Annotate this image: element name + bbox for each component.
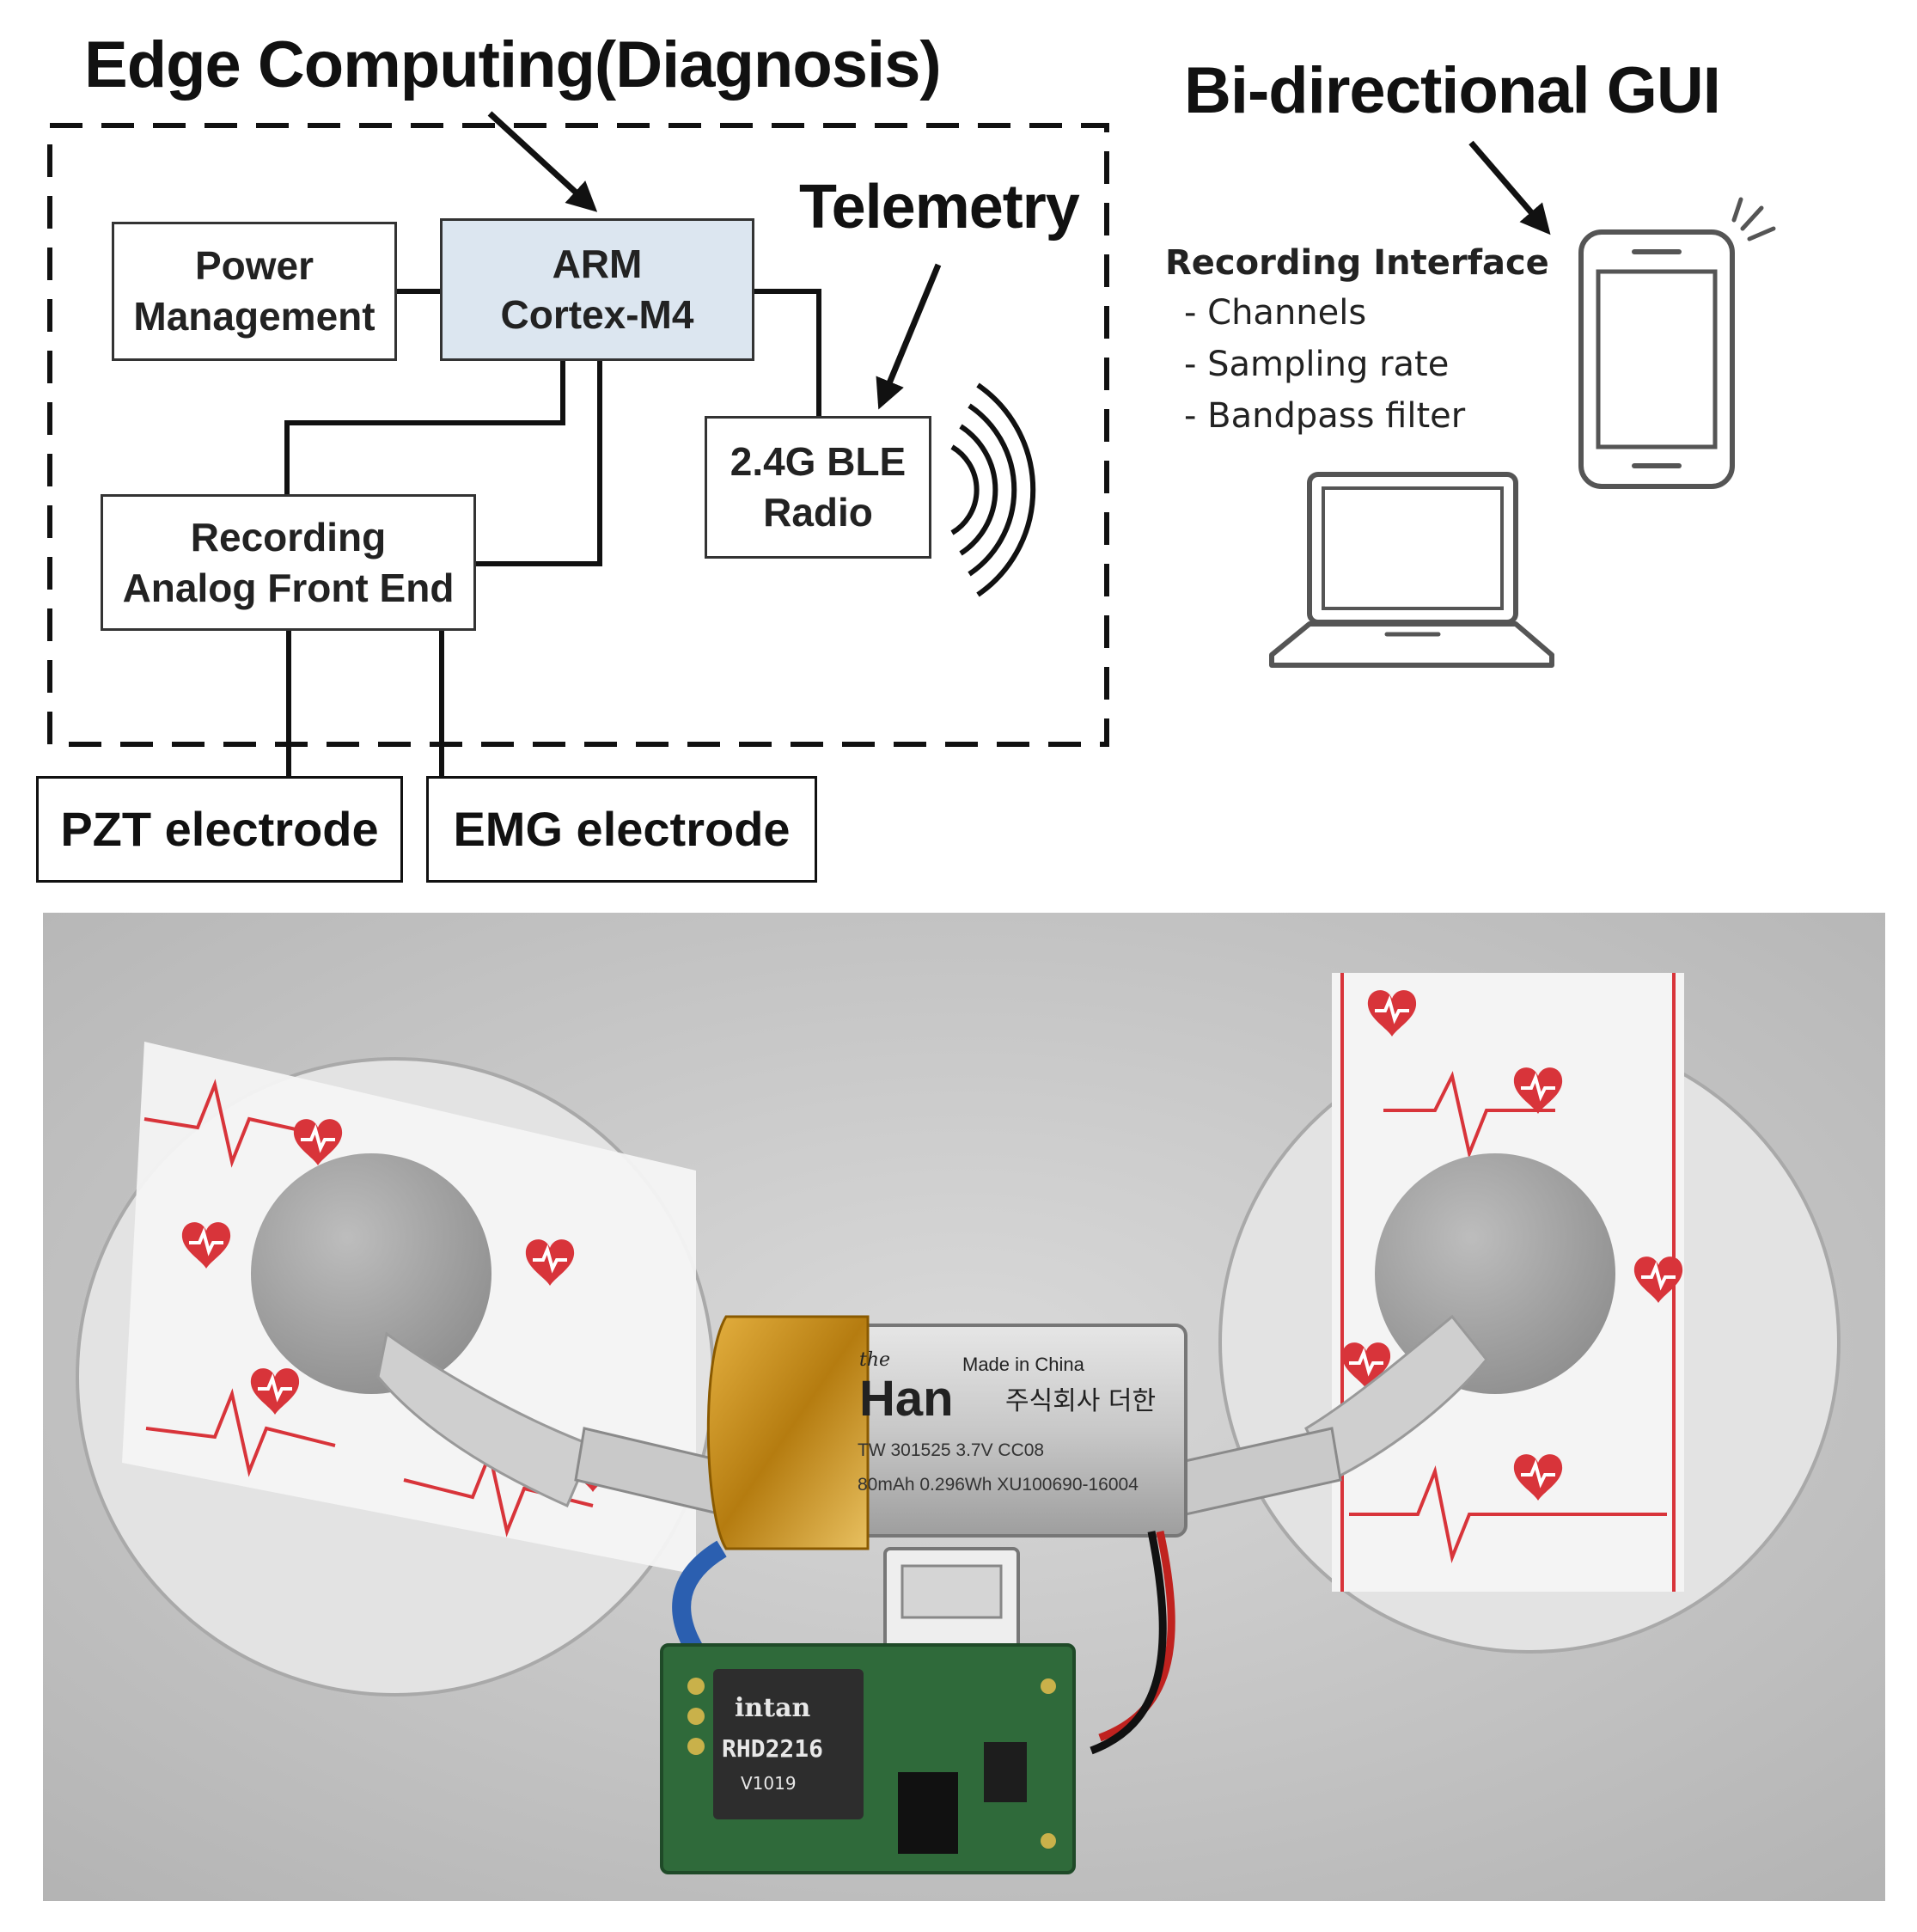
telemetry-label: Telemetry — [799, 173, 1080, 242]
chip-version: V1019 — [741, 1773, 797, 1794]
right-electrode-pad — [1218, 973, 1841, 1654]
svg-text:the: the — [859, 1349, 890, 1371]
left-electrode-pad — [76, 1042, 715, 1697]
battery-wires — [672, 1531, 1175, 1755]
emg-label: EMG electrode — [453, 802, 791, 857]
wire-arm-afe-b — [476, 361, 602, 566]
power-line-2: Management — [133, 294, 375, 339]
recording-interface-panel: Recording Interface - Channels - Samplin… — [1165, 239, 1549, 442]
arm-line-1: ARM — [552, 242, 643, 287]
device-photo: the Made in China Han 주식회사 더한 TW 301525 … — [43, 913, 1885, 1901]
power-management-block: Power Management — [112, 222, 397, 361]
usb-connector — [883, 1547, 1020, 1662]
edge-arrow — [487, 111, 598, 212]
battery-korean: 주식회사 더한 — [1005, 1386, 1156, 1416]
gui-item-sampling-rate: - Sampling rate — [1184, 345, 1450, 384]
gui-title: Bi-directional GUI — [1184, 54, 1721, 127]
power-line-1: Power — [194, 243, 314, 289]
ble-line-1: 2.4G BLE — [730, 439, 907, 485]
chip-model: RHD2216 — [722, 1734, 823, 1763]
battery-line-1: TW 301525 3.7V CC08 — [858, 1440, 1044, 1460]
gui-arrow — [1468, 140, 1551, 235]
chip-brand: intan — [735, 1693, 811, 1723]
recording-interface-title: Recording Interface — [1165, 243, 1549, 283]
pzt-electrode-block: PZT electrode — [36, 776, 403, 883]
battery-line-2: 80mAh 0.296Wh XU100690-16004 — [858, 1475, 1139, 1495]
afe-line-1: Recording — [190, 514, 387, 559]
wire-arm-ble — [754, 289, 821, 416]
laptop-icon — [1269, 472, 1554, 668]
emg-electrode-block: EMG electrode — [426, 776, 817, 883]
pzt-label: PZT electrode — [60, 802, 379, 857]
svg-text:Han: Han — [859, 1371, 954, 1427]
battery: the Made in China Han 주식회사 더한 TW 301525 … — [706, 1315, 1187, 1550]
analog-front-end-block: Recording Analog Front End — [101, 494, 476, 631]
gui-item-channels: - Channels — [1184, 293, 1367, 333]
diagram-connectors — [47, 111, 1776, 776]
wire-arm-afe-a — [284, 361, 565, 494]
edge-computing-title: Edge Computing(Diagnosis) — [84, 28, 942, 101]
pcb-board: intan RHD2216 V1019 — [660, 1643, 1076, 1874]
arm-cortex-block: ARM Cortex-M4 — [440, 218, 754, 361]
battery-made-in: Made in China — [962, 1354, 1085, 1375]
afe-line-2: Analog Front End — [122, 565, 455, 610]
ble-line-2: Radio — [763, 490, 873, 535]
phone-icon — [1578, 197, 1776, 489]
ble-radio-block: 2.4G BLE Radio — [705, 416, 931, 559]
edge-boundary — [47, 123, 1109, 747]
arm-line-2: Cortex-M4 — [500, 292, 694, 337]
radio-waves-icon — [950, 382, 1036, 597]
telemetry-arrow — [876, 263, 942, 410]
gui-item-bandpass-filter: - Bandpass filter — [1184, 396, 1466, 436]
